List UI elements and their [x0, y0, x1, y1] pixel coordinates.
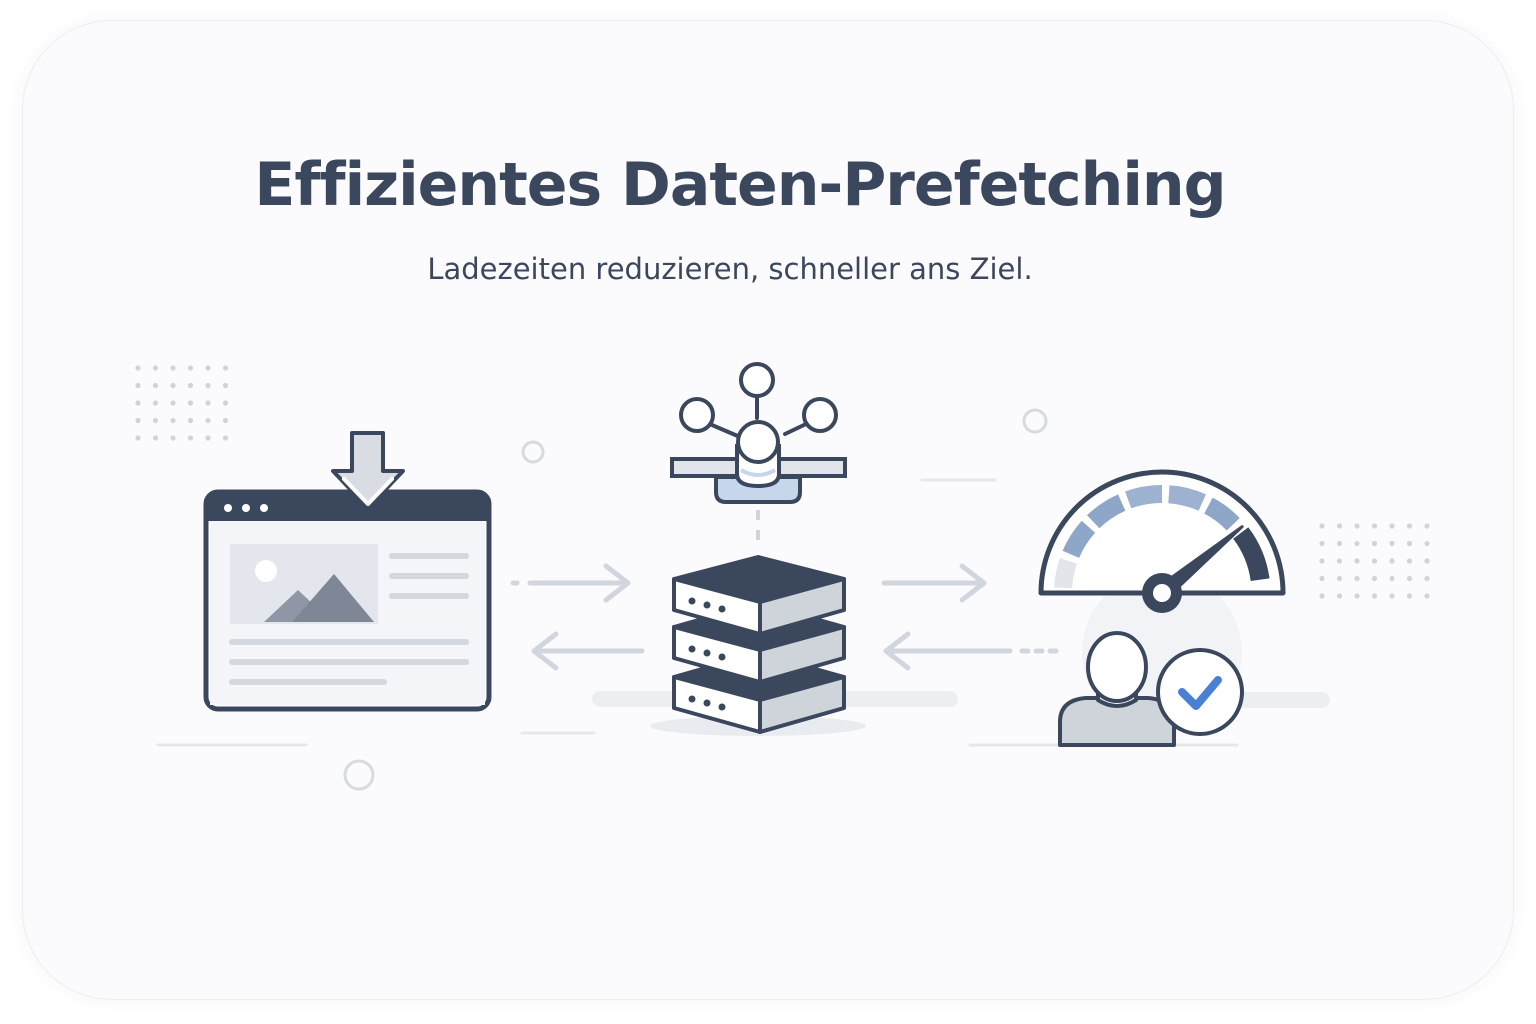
grid-dot: [1319, 558, 1325, 564]
download-arrow-icon: [331, 431, 405, 510]
grid-dot: [135, 400, 141, 406]
grid-dot: [222, 365, 229, 371]
grid-dot: [1336, 575, 1343, 582]
grid-dot: [170, 365, 176, 371]
grid-dot: [1424, 593, 1430, 599]
arrow-right-upper-right: [881, 563, 987, 603]
page-subtitle: Ladezeiten reduzieren, schneller ans Zie…: [427, 252, 1033, 286]
grid-dot: [1389, 558, 1395, 564]
grid-dot: [1389, 593, 1395, 599]
grid-dot: [1336, 558, 1343, 564]
grid-dot: [187, 435, 194, 441]
gauge-segment: [1086, 494, 1126, 529]
grid-dot: [1371, 523, 1378, 529]
checkmark-icon: [1156, 648, 1244, 736]
decorative-rings: [343, 408, 1048, 791]
grid-dot: [1389, 523, 1395, 529]
dot-grid-right: [1319, 523, 1430, 599]
browser-window-icon: [203, 489, 492, 712]
grid-dot: [1406, 575, 1413, 582]
grid-dot: [187, 417, 194, 424]
arrow-left-lower-right: [883, 631, 1063, 671]
grid-dot: [1371, 558, 1378, 564]
network-hub-icon: [670, 362, 847, 504]
grid-dot: [170, 382, 176, 389]
arrow-left-lower-left: [531, 631, 645, 671]
grid-dot: [187, 365, 194, 371]
grid-dot: [1319, 575, 1325, 582]
page-title: Effizientes Daten-Prefetching: [254, 150, 1226, 220]
grid-dot: [1406, 593, 1413, 599]
grid-dot: [152, 382, 159, 389]
grid-dot: [205, 435, 211, 441]
arrow-right-upper-left: [510, 563, 631, 603]
grid-dot: [222, 435, 229, 441]
user-icon: [1058, 631, 1176, 747]
grid-dot: [1424, 540, 1430, 547]
grid-dot: [1336, 593, 1343, 599]
server-stack-icon: [650, 555, 866, 736]
gauge-segment: [1054, 557, 1077, 589]
image-placeholder-icon: [230, 544, 378, 624]
grid-dot: [222, 417, 229, 424]
gauge-segment: [1204, 497, 1240, 531]
grid-dot: [170, 435, 176, 441]
grid-dot: [152, 417, 159, 424]
grid-dot: [222, 400, 229, 406]
grid-dot: [170, 400, 176, 406]
grid-dot: [1406, 523, 1413, 529]
grid-dot: [187, 382, 194, 389]
grid-dot: [222, 382, 229, 389]
grid-dot: [1371, 575, 1378, 582]
grid-dot: [152, 400, 159, 406]
grid-dot: [1354, 540, 1360, 547]
grid-dot: [1354, 558, 1360, 564]
grid-dot: [1389, 575, 1395, 582]
grid-dot: [1354, 575, 1360, 582]
grid-dot: [205, 400, 211, 406]
grid-dot: [135, 365, 141, 371]
grid-dot: [135, 435, 141, 441]
gauge-segment: [1062, 520, 1096, 558]
gauge-segment: [1233, 527, 1270, 582]
grid-dot: [152, 365, 159, 371]
grid-dot: [205, 365, 211, 371]
flow-arrows: [510, 563, 1063, 671]
needle-hub-center: [1153, 584, 1171, 602]
gauge-segment: [1125, 485, 1162, 509]
grid-dot: [1336, 540, 1343, 547]
grid-dot: [170, 417, 176, 424]
server-unit: [672, 555, 846, 636]
grid-dot: [1354, 593, 1360, 599]
grid-dot: [1424, 575, 1430, 582]
grid-dot: [187, 400, 194, 406]
dot-grid-left: [135, 365, 229, 441]
grid-dot: [1389, 540, 1395, 547]
grid-dot: [1336, 523, 1343, 529]
gauge-scale: [1054, 485, 1270, 589]
grid-dot: [1371, 540, 1378, 547]
grid-dot: [152, 435, 159, 441]
grid-dot: [135, 417, 141, 424]
grid-dot: [205, 417, 211, 424]
grid-dot: [135, 382, 141, 389]
grid-dot: [1354, 523, 1360, 529]
grid-dot: [1319, 523, 1325, 529]
gauge-segment: [1168, 485, 1206, 511]
grid-dot: [1371, 593, 1378, 599]
grid-dot: [205, 382, 211, 389]
grid-dot: [1319, 593, 1325, 599]
grid-dot: [1424, 558, 1430, 564]
grid-dot: [1406, 540, 1413, 547]
grid-dot: [1406, 558, 1413, 564]
gauge-needle: [1142, 525, 1244, 613]
grid-dot: [1319, 540, 1325, 547]
server-unit: [672, 601, 846, 684]
grid-dot: [1424, 523, 1430, 529]
